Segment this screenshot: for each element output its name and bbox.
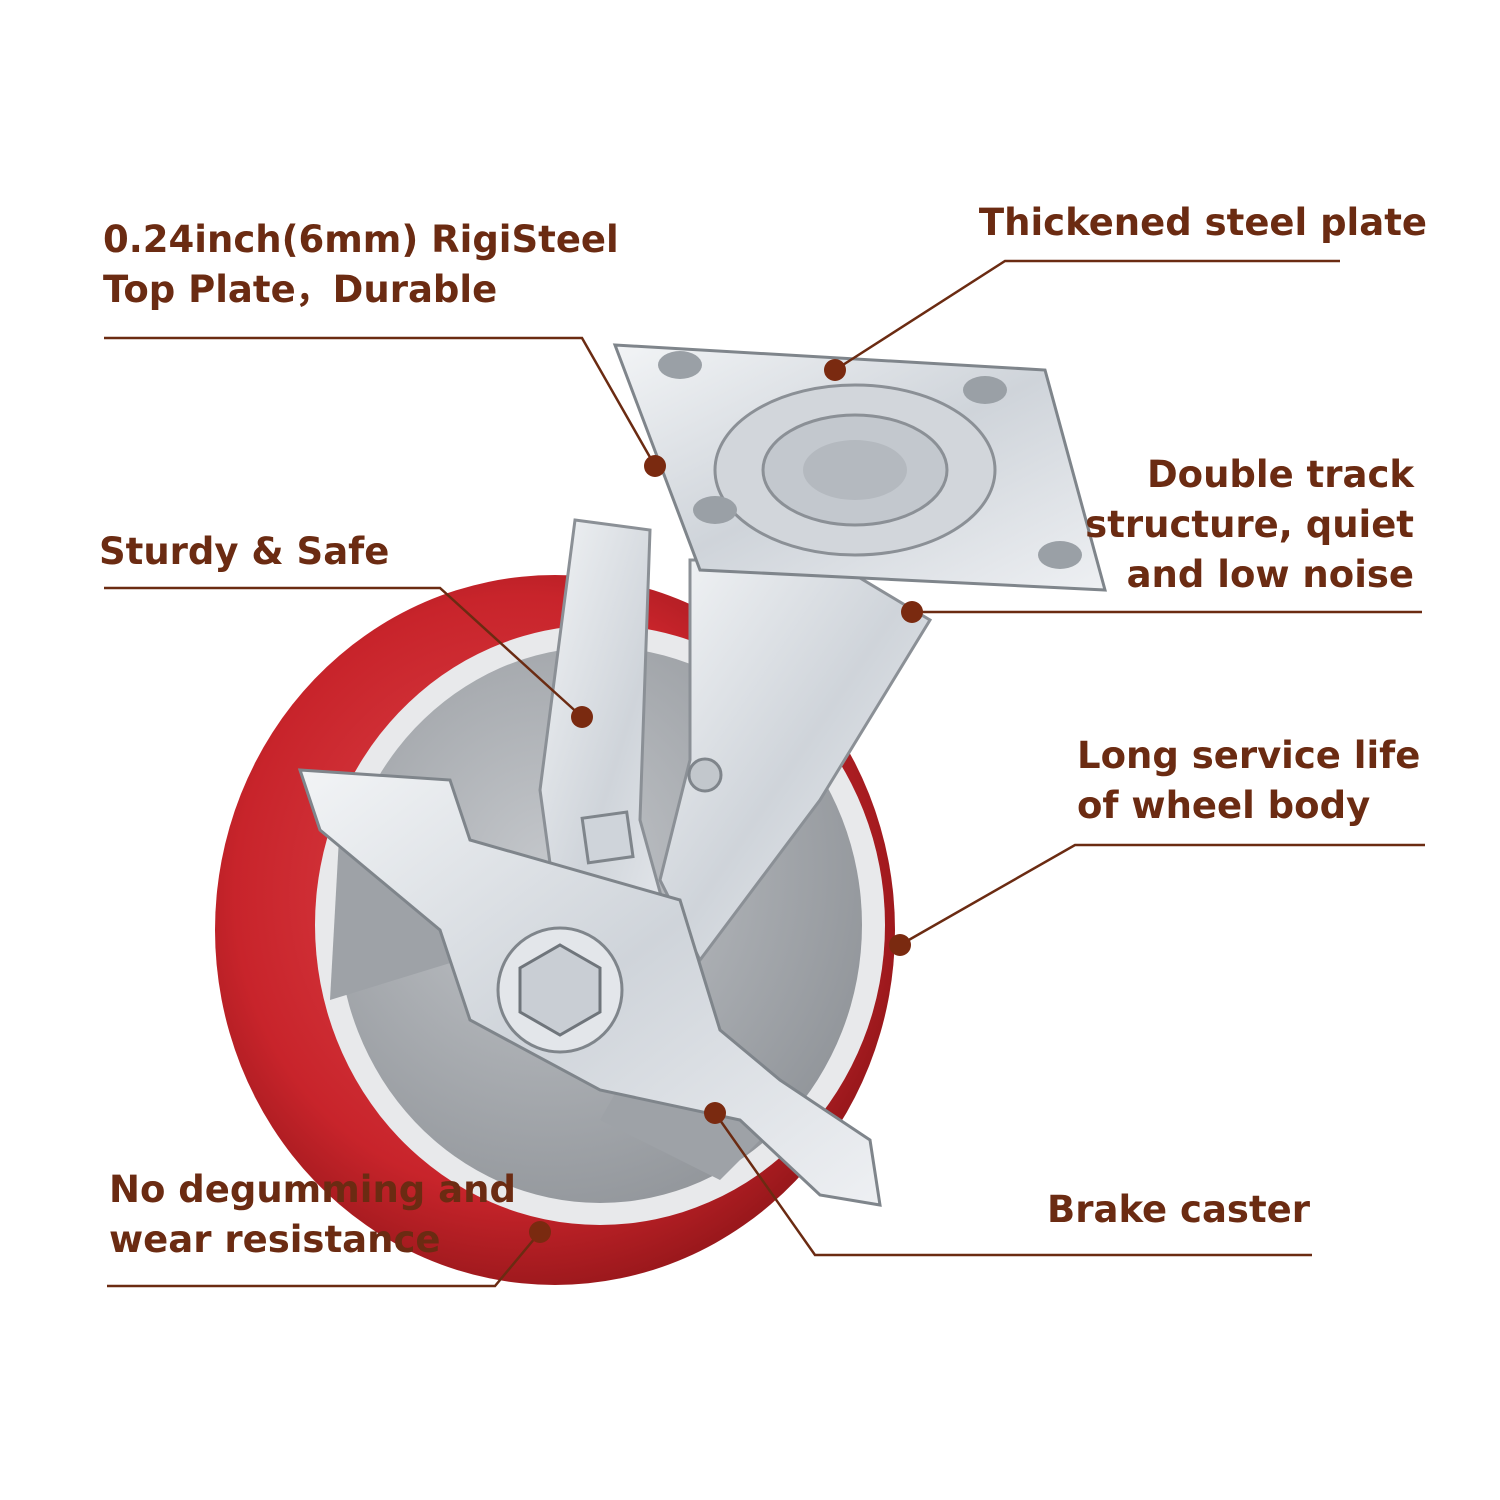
callout-service-life-line1: Long service life (1077, 734, 1421, 777)
callout-double-track: Double track structure, quiet and low nois… (1085, 450, 1414, 600)
callout-double-track-line2: structure, quiet (1085, 503, 1414, 546)
axle-bolt (496, 926, 624, 1054)
rivet (687, 757, 723, 793)
leader-line-service-life (899, 843, 1425, 947)
callout-dot (824, 359, 846, 381)
callout-brake: Brake caster (1047, 1185, 1310, 1235)
mount-hole (693, 496, 737, 524)
callout-double-track-line1: Double track (1146, 453, 1414, 496)
callout-dots (529, 359, 923, 1243)
callout-sturdy: Sturdy & Safe (99, 527, 389, 577)
callout-sturdy-line1: Sturdy & Safe (99, 530, 390, 573)
lock-tab (580, 810, 635, 865)
kingpin (803, 440, 907, 500)
leader-line-steel-plate (834, 259, 1340, 372)
mount-hole (963, 376, 1007, 404)
callout-dot (529, 1221, 551, 1243)
callout-dot (901, 601, 923, 623)
leader-line-sturdy (104, 586, 583, 718)
callout-steel-plate: Thickened steel plate (979, 198, 1427, 248)
callout-dot (704, 1102, 726, 1124)
leader-lines (104, 259, 1425, 1288)
callout-service-life-line2: of wheel body (1077, 784, 1371, 827)
mount-hole (658, 351, 702, 379)
callout-service-life: Long service life of wheel body (1077, 731, 1420, 831)
hex-nut (518, 943, 602, 1037)
top-plate (612, 343, 1107, 592)
leader-line-top-plate (104, 336, 657, 467)
callout-top-plate-line2: Top Plate，Durable (103, 268, 498, 311)
callout-top-plate-line1: 0.24inch(6mm) RigiSteel (103, 218, 619, 261)
mount-hole (1038, 541, 1082, 569)
callout-degumming-line1: No degumming and (109, 1168, 516, 1211)
callout-dot (889, 934, 911, 956)
callout-degumming-line2: wear resistance (109, 1218, 441, 1261)
callout-dot (644, 455, 666, 477)
leader-line-brake (713, 1112, 1312, 1257)
callout-double-track-line3: and low noise (1126, 553, 1414, 596)
callout-brake-line1: Brake caster (1047, 1188, 1310, 1231)
callout-dot (571, 706, 593, 728)
callout-degumming: No degumming and wear resistance (109, 1165, 516, 1265)
callout-steel-plate-line1: Thickened steel plate (978, 201, 1427, 244)
leader-line-degumming (107, 1231, 541, 1288)
